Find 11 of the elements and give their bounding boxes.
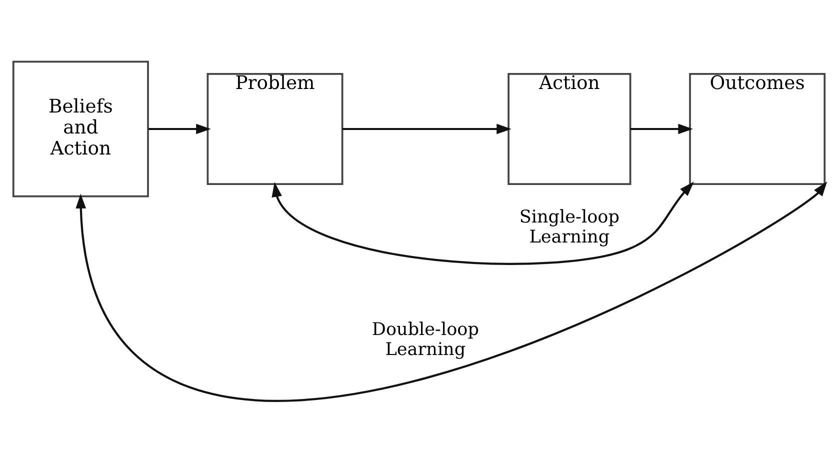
- node-box: Outcomes: [689, 72, 826, 184]
- arrow: [148, 123, 211, 134]
- arrow: [342, 123, 512, 134]
- node-box: Problem: [206, 72, 344, 184]
- node-box: Action: [508, 72, 632, 184]
- arrow: [272, 181, 694, 264]
- edge-label: Double-loop Learning: [372, 320, 479, 360]
- node-box: Beliefs and Action: [12, 60, 149, 197]
- edge-label: Single-loop Learning: [519, 207, 620, 248]
- arrow: [630, 123, 693, 134]
- arrow: [76, 180, 828, 401]
